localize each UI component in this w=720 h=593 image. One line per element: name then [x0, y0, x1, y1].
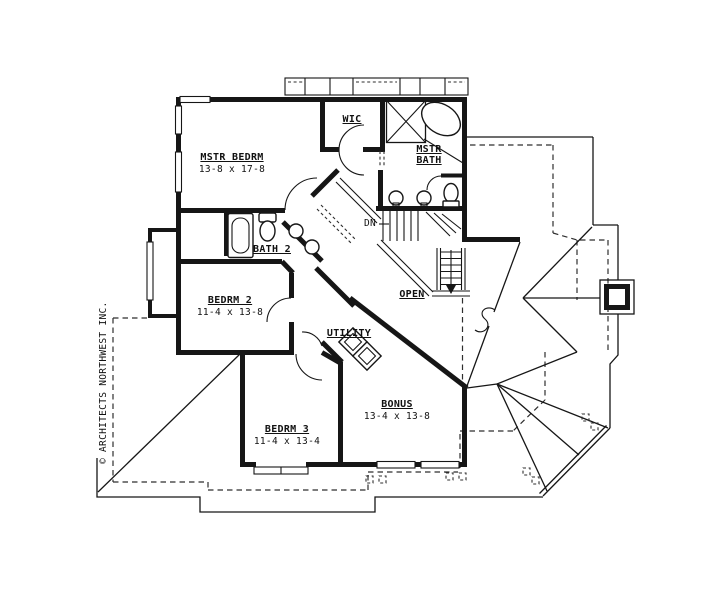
label-bedrm2: BEDRM 2 — [208, 295, 252, 306]
bathtub-bath2 — [227, 212, 254, 259]
label-mstr-bedrm: MSTR BEDRM — [200, 152, 263, 163]
window-seat-bump — [148, 228, 176, 318]
lower-roof-hip — [97, 353, 241, 493]
staircase — [316, 151, 470, 383]
shower-mstr — [385, 99, 427, 144]
ceiling-dashed — [316, 204, 357, 245]
roof-lines — [96, 136, 619, 513]
fixtures — [227, 99, 464, 372]
label-wic: WIC — [343, 114, 362, 125]
hall-railing — [335, 177, 382, 224]
label-bonus: BONUS — [381, 399, 413, 410]
dims-bonus: 13-4 x 13-8 — [364, 411, 430, 422]
stair-railing — [376, 239, 434, 297]
dims-bedrm2: 11-4 x 13-8 — [197, 307, 263, 318]
tub-platform-edge — [423, 138, 464, 164]
label-open: OPEN — [399, 289, 424, 300]
toilet-bath2 — [258, 212, 277, 242]
pocket-door — [379, 151, 385, 167]
sink-mstr-2 — [416, 190, 432, 209]
label-mstr-bath-1: MSTR — [416, 144, 442, 155]
dims-mstr-bedrm: 13-8 x 17-8 — [199, 164, 265, 175]
door-swings — [266, 124, 442, 381]
deck-outline — [96, 458, 543, 513]
washer-dryer — [337, 326, 383, 372]
label-utility: UTILITY — [327, 328, 371, 339]
upper-window-band — [284, 77, 469, 96]
break-mark — [474, 307, 496, 333]
copyright-text: © ARCHITECTS NORTHWEST INC. — [98, 301, 109, 464]
windows — [146, 95, 460, 475]
label-bath2: BATH 2 — [253, 244, 291, 255]
label-bedrm3: BEDRM 3 — [265, 424, 309, 435]
deck-posts — [365, 413, 599, 485]
overhang-dashed-lines — [112, 144, 609, 491]
sink-mstr-1 — [388, 190, 404, 209]
sink-bath2-1 — [288, 223, 304, 239]
label-dn: DN — [364, 218, 376, 229]
labels: MSTR BEDRM 13-8 x 17-8 WIC MSTR BATH BAT… — [98, 114, 442, 464]
toilet-mstr — [442, 182, 460, 208]
label-mstr-bath-2: BATH — [416, 155, 441, 166]
dims-bedrm3: 11-4 x 13-4 — [254, 436, 320, 447]
oval-tub-mstr — [420, 101, 462, 137]
down-arrow — [446, 285, 456, 294]
sink-bath2-2 — [304, 239, 320, 255]
porch-roof-fan — [466, 351, 611, 497]
chimney — [599, 279, 635, 315]
